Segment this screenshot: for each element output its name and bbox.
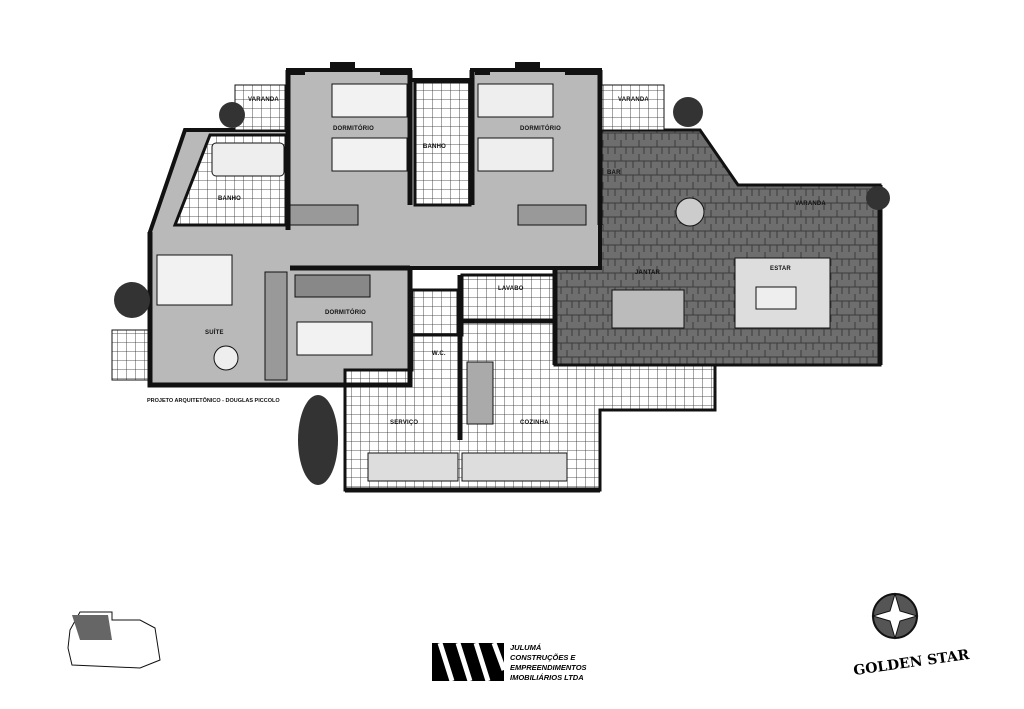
room-label-banho: BANHO [423,144,446,150]
room-label-bar: BAR [607,170,621,176]
builder-line: JULUMÁ [510,643,542,652]
room-label-dormitorio: DORMITÓRIO [520,126,561,132]
room-label-dormitorio: DORMITÓRIO [333,126,374,132]
banho-social-floor [413,80,472,207]
builder-line: CONSTRUÇÕES E [510,653,576,662]
room-label-banho: BANHO [218,196,241,202]
room-label-cozinha: COZINHA [520,420,549,426]
builder-line: IMOBILIÁRIOS LTDA [510,673,584,682]
room-label-varanda: VARANDA [795,201,826,207]
golden-star-logo [871,592,919,640]
room-label-jantar: JANTAR [635,270,661,276]
room-label-varanda: VARANDA [248,97,279,103]
varanda-right-floor [601,84,665,131]
room-label-dormitorio: DORMITÓRIO [325,310,366,316]
builder-name: JULUMÁ CONSTRUÇÕES E EMPREENDIMENTOS IMO… [510,643,587,683]
room-label-servico: SERVIÇO [390,420,419,426]
room-label-lavabo: LAVABO [498,286,524,292]
key-plan [67,611,161,669]
builder-line: EMPREENDIMENTOS [510,663,587,672]
architect-credit: PROJETO ARQUITETÔNICO - DOUGLAS PICCOLO [147,398,280,404]
room-label-suite: SUÍTE [205,330,224,336]
room-label-varanda: VARANDA [618,97,649,103]
varanda-left-floor [234,84,286,131]
room-label-wc: W.C. [432,351,446,357]
juluma-logo [432,642,507,682]
room-label-estar: ESTAR [770,266,791,272]
lavabo-floor [460,273,556,322]
